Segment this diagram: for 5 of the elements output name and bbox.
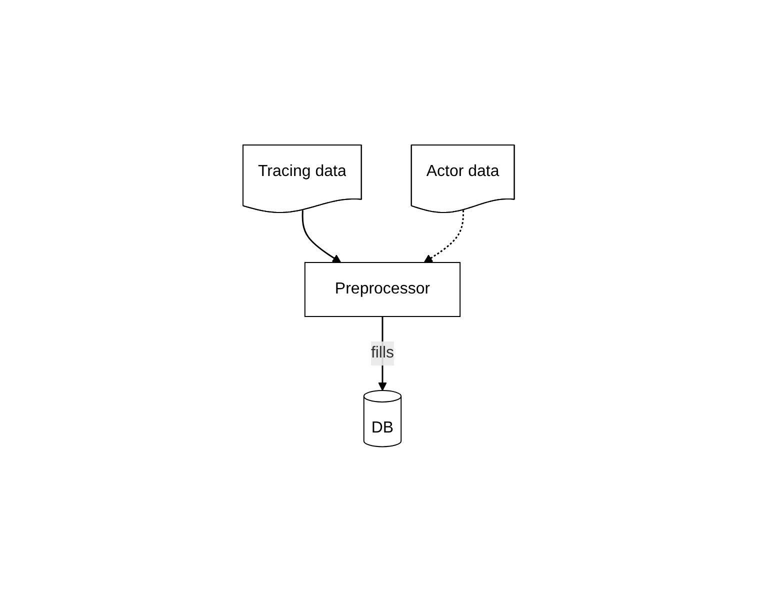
edge-label: fills <box>371 344 394 362</box>
node-box: Preprocessor <box>304 262 461 318</box>
arrow <box>378 316 388 392</box>
arrow <box>302 210 342 264</box>
arrow <box>424 210 464 264</box>
